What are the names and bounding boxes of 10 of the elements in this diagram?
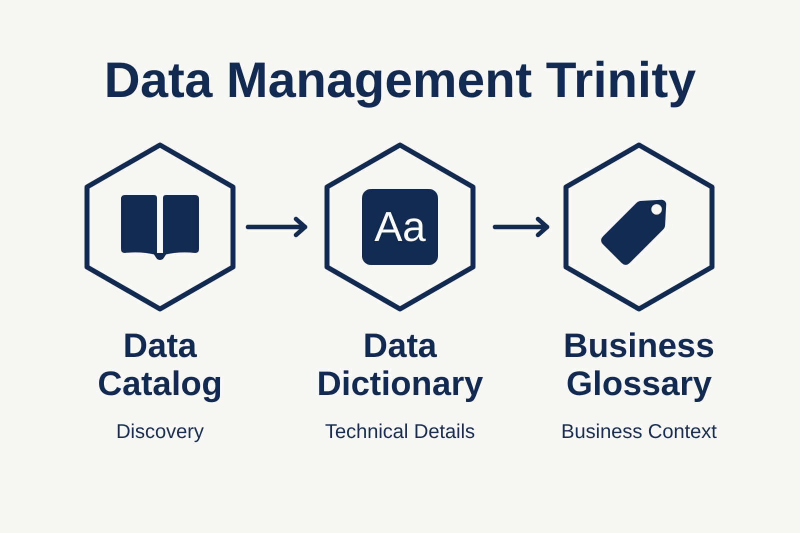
arrow [492,216,550,238]
node-subtitle: Discovery [116,420,204,444]
node-subtitle: Technical Details [324,420,476,444]
arrow [246,216,308,238]
node-title: Business Glossary [562,327,716,403]
diagram-title: Data Management Trinity [104,52,696,108]
node-subtitle: Business Context [561,420,717,444]
letters-tile: Aa [362,189,438,265]
node-title: Data Catalog [96,327,224,403]
node-title: Data Dictionary [316,327,484,403]
